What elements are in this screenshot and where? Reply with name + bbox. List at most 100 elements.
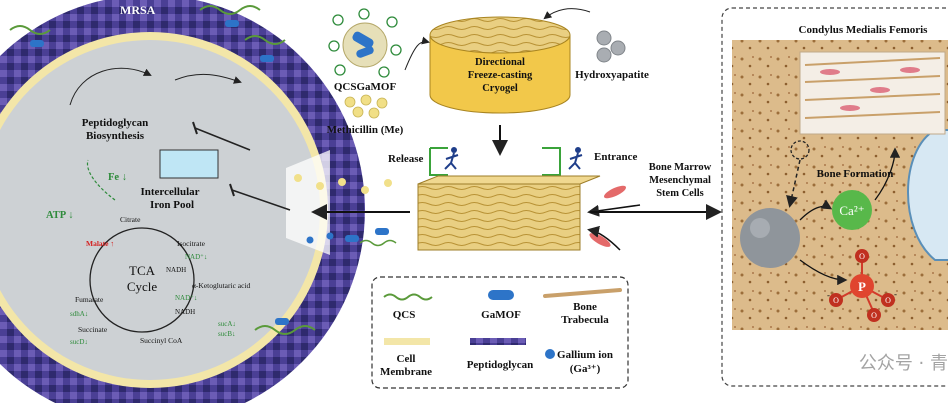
legend-gallium-1: Gallium ion — [557, 349, 613, 361]
methicillin-dot — [316, 182, 324, 190]
qcs-strand — [244, 35, 286, 45]
iron-pool-label-1: Intercellular — [140, 186, 199, 198]
tca-akg: α-Ketoglutaric acid — [192, 281, 251, 290]
entrance-label: Entrance — [594, 151, 638, 163]
legend-qcs-icon — [383, 293, 433, 301]
released-particles — [294, 174, 397, 247]
o-charge: - — [894, 289, 897, 299]
gamof-particle — [260, 55, 274, 62]
o-label: O — [859, 252, 865, 261]
iron-pool-box — [159, 149, 219, 179]
trabecula-fiber — [804, 75, 941, 83]
tca-isocitrate: Isocitrate — [177, 239, 206, 248]
biosynthesis-arrow — [174, 73, 242, 84]
tca-nad-2: NAD⁺↓ — [175, 294, 197, 302]
runner-icon — [451, 147, 457, 153]
gamof-particle — [275, 318, 289, 325]
gamof-particle — [375, 228, 389, 235]
methicillin-dot — [376, 97, 388, 109]
gamof-particle — [345, 235, 359, 242]
zoom-arrow — [786, 159, 801, 208]
o-atom — [867, 308, 881, 322]
legend-gamof: GaMOF — [481, 309, 521, 321]
p-arrow — [799, 259, 848, 286]
legend-gallium-2: (Ga³⁺) — [570, 363, 601, 375]
runner-icon-2 — [575, 147, 581, 153]
bmsc-arrow-2 — [587, 225, 621, 251]
ca-arrow — [799, 199, 833, 221]
legend-trabecula-2: Trabecula — [561, 314, 609, 326]
formation-arrow — [874, 147, 901, 201]
trabecula-fiber — [804, 111, 941, 119]
legend-box — [371, 276, 629, 389]
inhibit-bar-2 — [229, 183, 235, 197]
calcium-label: Ca²⁺ — [839, 203, 864, 218]
tca-nad-1: NAD⁺↓ — [185, 253, 207, 261]
atp-label: ATP ↓ — [46, 210, 74, 221]
iron-pool-label-2: Iron Pool — [150, 199, 194, 211]
marrow-cavity — [907, 129, 948, 261]
legend: QCS GaMOF Bone Trabecula Cell Membrane P… — [371, 276, 629, 389]
legend-membrane-2: Membrane — [380, 366, 432, 378]
cell-on-fiber — [870, 87, 890, 93]
cryogel-label-3: Cryogel — [482, 83, 518, 94]
bmsc-label-1: Bone Marrow — [649, 162, 712, 173]
methicillin-dot — [384, 179, 392, 187]
gamof-particle — [225, 20, 239, 27]
runner-icon-2 — [568, 152, 583, 170]
gamof-particle — [30, 40, 44, 47]
ha-to-gel-arrow — [543, 8, 591, 20]
bmsc-label-3: Stem Cells — [656, 188, 704, 199]
legend-qcs: QCS — [393, 309, 416, 321]
qcs-to-gel-arrow — [404, 36, 430, 71]
hydroxyapatite-sphere — [610, 40, 626, 56]
trabecula-fiber — [804, 57, 941, 66]
tca-malate: Malate ↑ — [86, 239, 114, 248]
watermark: 公众号 · 青 — [859, 349, 948, 375]
gamof-core — [352, 31, 374, 49]
o-atom — [881, 293, 895, 307]
phosphate-ion: P O O O O - - — [827, 249, 897, 322]
calcium-ion — [832, 190, 872, 230]
inhibit-line — [194, 127, 251, 151]
cryogel-body — [429, 34, 571, 114]
legend-gamof-icon — [488, 290, 514, 300]
bone-formation-label: Bone Formation — [817, 168, 894, 180]
gallium-dot — [306, 236, 314, 244]
biosynthesis-arrow — [69, 67, 152, 106]
bmsc-arrow — [587, 204, 641, 217]
legend-membrane-1: Cell — [397, 353, 416, 365]
methicillin-dot — [368, 107, 380, 119]
legend-peptidoglycan-icon — [470, 338, 526, 345]
cell-on-fiber — [820, 69, 840, 75]
methicillin-dot — [360, 94, 372, 106]
cryogel-label-2: Freeze-casting — [468, 70, 533, 81]
cytoplasm — [0, 40, 320, 380]
o-label: O — [885, 296, 891, 305]
runner-icon — [444, 152, 459, 170]
plus-charge — [334, 64, 346, 76]
o-atom — [855, 249, 869, 263]
legend-trabecula-1: Bone — [573, 301, 597, 313]
peptidoglycan-label-1: Peptidoglycan — [82, 117, 149, 129]
tca-succinyl-coa: Succinyl CoA — [140, 336, 183, 345]
tca-loop — [89, 227, 195, 333]
qcs-strand — [199, 5, 261, 15]
cryogel-top — [429, 16, 571, 54]
tca-sucd: sucD↓ — [70, 338, 88, 346]
o-label: O — [833, 296, 839, 305]
tca-citrate: Citrate — [120, 215, 141, 224]
legend-trabecula-icon — [543, 288, 622, 298]
tca-nadh-2: NADH — [175, 308, 195, 316]
qcs-strand — [359, 239, 397, 247]
hydroxyapatite-sphere — [596, 30, 612, 46]
methicillin-dot — [361, 186, 369, 194]
fe-label: Fe ↓ — [108, 172, 127, 183]
release-label: Release — [388, 153, 424, 165]
tca-fumarate: Fumarate — [75, 295, 104, 304]
scaffold-panel: QCSGaMOF Methicillin (Me) Directional Fr… — [327, 8, 722, 251]
bmsc-label-2: Mesenchymal — [649, 175, 711, 186]
scaffold-top — [417, 175, 601, 185]
